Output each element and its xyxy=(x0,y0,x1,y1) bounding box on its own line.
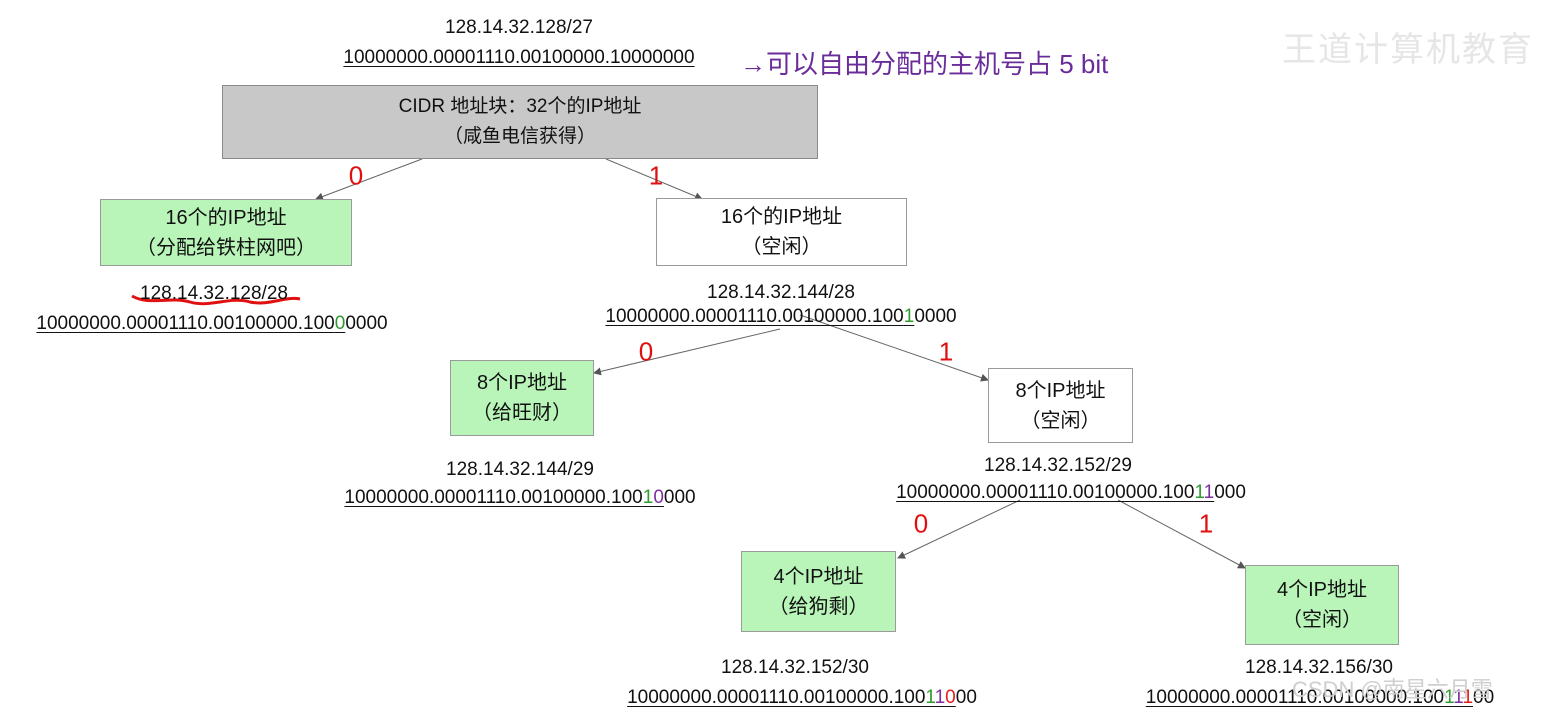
node-l1-right: 16个的IP地址 （空闲） xyxy=(656,198,907,266)
publisher-watermark: 王道计算机教育 xyxy=(1282,31,1534,69)
node-l1-left: 16个的IP地址 （分配给铁柱网吧） xyxy=(100,199,352,266)
l2-right-binary: 10000000.00001110.00100000.10011000 xyxy=(896,482,1246,503)
edge-l2-right xyxy=(1117,499,1246,569)
bit-label-one: 1 xyxy=(648,160,664,191)
bit-label-zero: 0 xyxy=(348,160,364,191)
bit-label-zero: 0 xyxy=(638,336,654,367)
edge-l1-left xyxy=(593,328,781,376)
l1-left-binary: 10000000.00001110.00100000.10000000 xyxy=(36,313,388,334)
node-l3-left-count: 4个IP地址 xyxy=(773,565,864,588)
node-l3-right-status: （空闲） xyxy=(1282,609,1362,631)
node-l2-right: 8个IP地址 （空闲） xyxy=(988,368,1133,443)
node-l2-left-count: 8个IP地址 xyxy=(476,372,568,394)
node-l2-right-count: 8个IP地址 xyxy=(1015,379,1106,402)
edge-root-left xyxy=(315,158,423,201)
node-l2-right-status: （空闲） xyxy=(1020,409,1101,432)
l1-right-address: 128.14.32.144/28 xyxy=(707,282,855,303)
node-l1-right-status: （空闲） xyxy=(741,236,822,258)
l3-right-binary: 10000000.00001110.00100000.10011100 xyxy=(1145,687,1495,708)
bit-label-one: 1 xyxy=(1198,508,1214,539)
node-l1-left-count: 16个的IP地址 xyxy=(165,206,287,229)
root-box-title: CIDR 地址块：32个的IP地址 xyxy=(398,96,642,117)
node-l1-left-owner: （分配给铁柱网吧） xyxy=(136,236,316,259)
node-l3-right: 4个IP地址 （空闲） xyxy=(1245,565,1399,645)
l1-left-address: 128.14.32.128/28 xyxy=(140,283,288,304)
csdn-watermark: CSDN @南星六月雪 xyxy=(1292,677,1493,702)
l3-left-binary: 10000000.00001110.00100000.10011000 xyxy=(627,687,977,708)
l1-right-binary: 10000000.00001110.00100000.10010000 xyxy=(605,306,957,327)
node-l2-left: 8个IP地址 （给旺财） xyxy=(450,360,594,436)
root-box-subtitle: （咸鱼电信获得） xyxy=(443,126,596,147)
red-handwritten-underline xyxy=(131,294,301,306)
root-address: 128.14.32.128/27 xyxy=(445,17,593,38)
edge-l1-right xyxy=(799,314,989,382)
node-l3-left: 4个IP地址 （给狗剩） xyxy=(741,551,896,632)
node-l3-left-owner: （给狗剩） xyxy=(768,595,869,618)
bit-label-zero: 0 xyxy=(913,508,929,539)
node-l1-right-count: 16个的IP地址 xyxy=(720,206,843,228)
l2-right-address: 128.14.32.152/29 xyxy=(984,455,1132,476)
edge-root-right xyxy=(605,158,703,200)
l3-right-address: 128.14.32.156/30 xyxy=(1245,657,1393,678)
host-bits-note: →可以自由分配的主机号占 5 bit xyxy=(740,49,1109,79)
bit-label-one: 1 xyxy=(938,336,954,367)
edge-l2-left xyxy=(897,499,1021,559)
root-cidr-box: CIDR 地址块：32个的IP地址 （咸鱼电信获得） xyxy=(222,85,818,159)
node-l2-left-owner: （给旺财） xyxy=(472,402,572,424)
l2-left-address: 128.14.32.144/29 xyxy=(446,459,594,480)
l3-left-address: 128.14.32.152/30 xyxy=(721,657,869,678)
l2-left-binary: 10000000.00001110.00100000.10010000 xyxy=(344,487,696,508)
node-l3-right-count: 4个IP地址 xyxy=(1276,579,1368,601)
root-binary: 10000000.00001110.00100000.10000000 xyxy=(343,47,695,68)
